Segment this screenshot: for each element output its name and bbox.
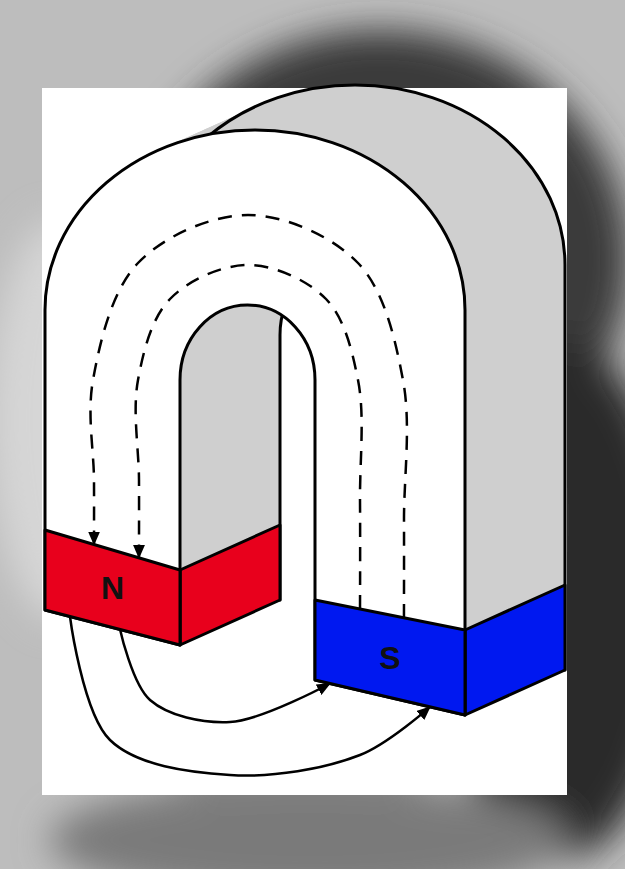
magnet-pole: N [45, 530, 180, 645]
north-side-face [180, 525, 280, 645]
pole-label: N [101, 572, 124, 604]
pole-face-shape [315, 600, 465, 715]
field-line [136, 265, 362, 609]
pole-label: S [379, 642, 400, 674]
pole-face-shape [45, 530, 180, 645]
south-side-face [465, 585, 565, 715]
magnet-pole: S [315, 600, 465, 715]
magnet-front [45, 130, 465, 715]
field-line [120, 629, 330, 722]
